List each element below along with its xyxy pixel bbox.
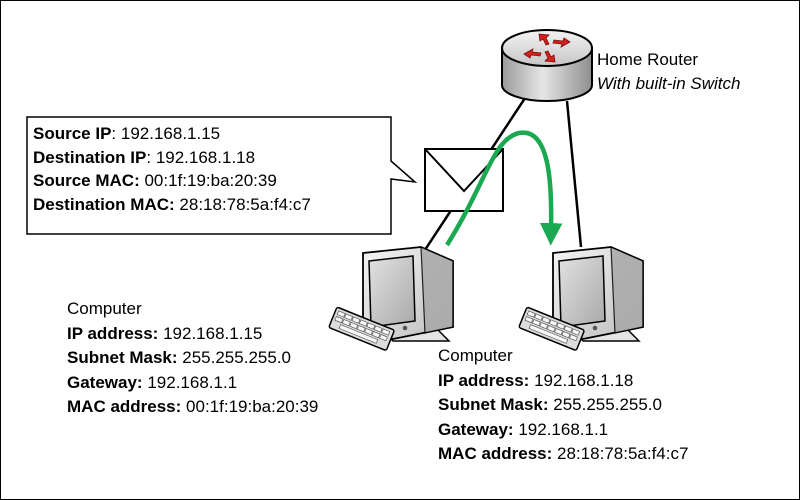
packet-row-source-ip: Source IP: 192.168.1.15 bbox=[33, 124, 221, 143]
computer-right-mac: MAC address: 28:18:78:5a:f4:c7 bbox=[438, 444, 689, 463]
packet-details: Source IP: 192.168.1.15 Destination IP: … bbox=[33, 122, 311, 216]
computer-right-title: Computer bbox=[438, 346, 513, 365]
packet-callout bbox=[26, 116, 418, 235]
computer-left-ip: IP address: 192.168.1.15 bbox=[67, 323, 263, 343]
router-subtitle: With built-in Switch bbox=[597, 74, 741, 93]
computer-left-gateway: Gateway: 192.168.1.1 bbox=[67, 372, 238, 392]
packet-row-source-mac: Source MAC: 00:1f:19:ba:20:39 bbox=[33, 171, 277, 190]
computer-left-mac: MAC address: 00:1f:19:ba:20:39 bbox=[67, 397, 319, 416]
router-title: Home Router bbox=[597, 50, 699, 69]
link-router-right-computer bbox=[565, 100, 583, 248]
packet-row-destination-ip: Destination IP: 192.168.1.18 bbox=[33, 147, 256, 167]
computer-left-details: Computer IP address: 192.168.1.15 Subnet… bbox=[67, 297, 318, 420]
computer-right-gateway: Gateway: 192.168.1.1 bbox=[438, 419, 609, 439]
computer-right-details: Computer IP address: 192.168.1.18 Subnet… bbox=[438, 344, 688, 467]
packet-row-destination-mac: Destination MAC: 28:18:78:5a:f4:c7 bbox=[33, 194, 311, 214]
computer-left-title: Computer bbox=[67, 299, 142, 318]
computer-right-ip: IP address: 192.168.1.18 bbox=[438, 370, 634, 390]
computer-icon-left bbox=[327, 246, 454, 352]
computer-left-subnet: Subnet Mask: 255.255.255.0 bbox=[67, 348, 291, 367]
computer-icon-right bbox=[517, 246, 644, 352]
computer-right-subnet: Subnet Mask: 255.255.255.0 bbox=[438, 395, 662, 414]
router-icon bbox=[501, 29, 593, 102]
green-curved-arrow bbox=[445, 130, 563, 247]
